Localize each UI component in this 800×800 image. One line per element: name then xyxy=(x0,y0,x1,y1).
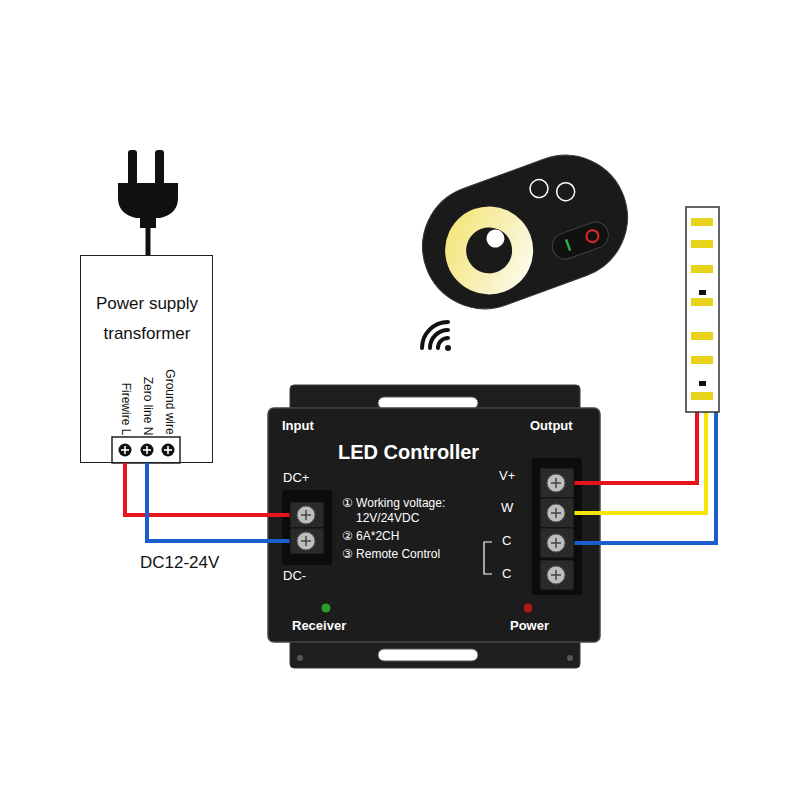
voltage-label: DC12-24V xyxy=(140,553,219,573)
pin-name: C xyxy=(502,566,511,582)
port-heading: Input xyxy=(282,418,314,434)
pin-name: DC- xyxy=(283,568,306,584)
power-plug xyxy=(118,150,178,256)
remote-control xyxy=(405,138,645,326)
led-strip xyxy=(686,207,719,412)
pin-name: C xyxy=(502,533,511,549)
port-heading: Output xyxy=(530,418,573,434)
bracket xyxy=(484,542,492,574)
terminal-screws xyxy=(290,468,574,590)
negative-wire xyxy=(147,463,268,541)
wireless-signal xyxy=(422,322,451,351)
pin-name: DC+ xyxy=(283,470,309,486)
indicator-name: Receiver xyxy=(292,618,346,634)
terminal-wires xyxy=(266,410,716,543)
controller-housing xyxy=(268,385,600,668)
power-supply-box: Power supply transformerFirewire L Zero l… xyxy=(80,255,213,463)
terminal-strip xyxy=(112,437,180,463)
pin-name: W xyxy=(501,500,513,516)
indicator-name: Power xyxy=(510,618,549,634)
terminal-name: Zero line N xyxy=(141,376,155,435)
terminal-name: Ground wire xyxy=(162,369,176,434)
led-controller-box: LED Controller Input OutputDC+ DC- ① Working… xyxy=(268,408,600,642)
receiver-led xyxy=(322,604,331,613)
pin-name: V+ xyxy=(499,468,515,484)
terminal-name: Firewire L xyxy=(119,382,133,435)
device-name: Power supply transformer xyxy=(84,289,210,349)
power-led xyxy=(524,604,533,613)
spec-note: ② 6A*2CH xyxy=(342,529,399,543)
spec-note: ① Working voltage: 12V/24VDC xyxy=(342,496,474,526)
spec-note: ③ Remote Control xyxy=(342,547,440,561)
device-name: LED Controller xyxy=(338,440,479,464)
